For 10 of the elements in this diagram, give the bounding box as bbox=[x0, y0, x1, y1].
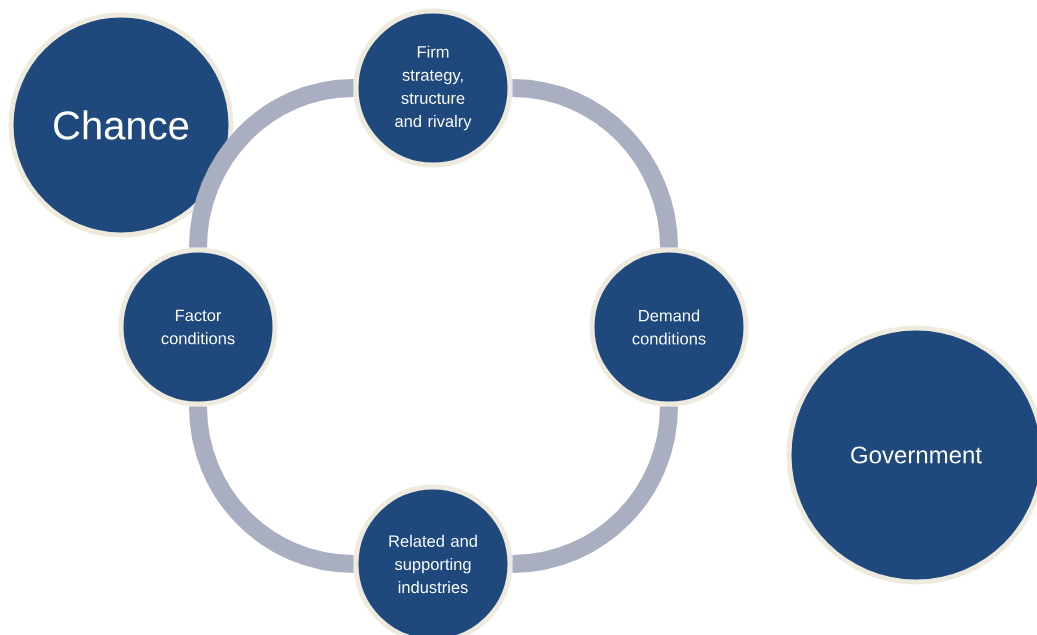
ring-arc bbox=[511, 79, 678, 249]
circle-node: Chance bbox=[8, 12, 234, 238]
ring-arc bbox=[511, 405, 678, 573]
ring-arc bbox=[189, 79, 355, 249]
circle-node: Firm strategy, structure and rivalry bbox=[353, 8, 513, 168]
circle-node: Related and supporting industries bbox=[353, 484, 513, 635]
circle-node: Factor conditions bbox=[118, 247, 278, 407]
circle-node: Demand conditions bbox=[589, 247, 749, 407]
circle-node: Government bbox=[786, 325, 1037, 585]
ring-arc bbox=[189, 405, 355, 573]
